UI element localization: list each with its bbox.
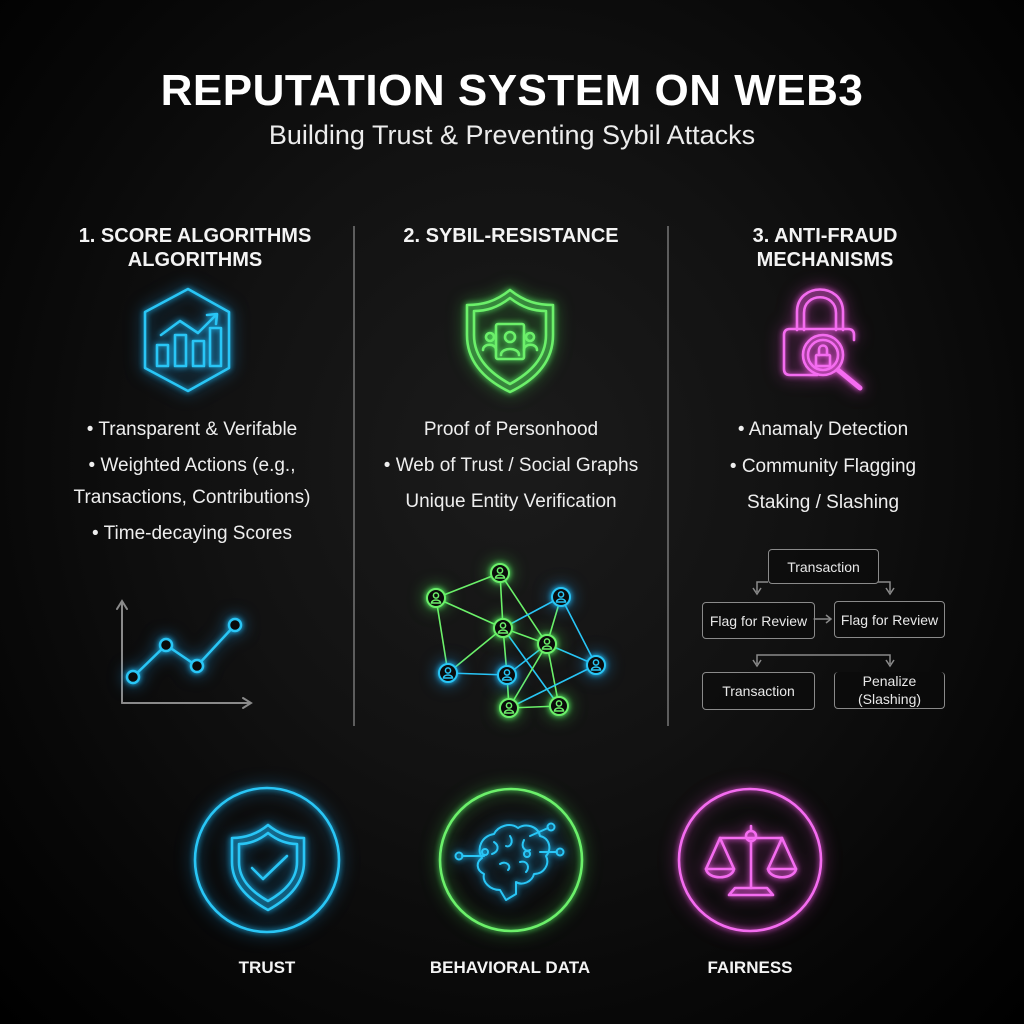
column-divider (353, 226, 355, 726)
pillar-label-behavioral-data: BEHAVIORAL DATA (429, 958, 591, 977)
fairness-ring (677, 787, 823, 933)
graph-edge (508, 705, 560, 709)
graph-edge (506, 643, 548, 676)
graph-edge (508, 643, 548, 709)
bullet-item: • Weighted Actions (e.g., (88, 455, 296, 476)
pillar-label-trust: TRUST (238, 958, 296, 977)
shield-check-icon (230, 823, 306, 912)
column-2-title-line: 2. SYBIL-RESISTANCE (403, 225, 619, 247)
graph-node-person-icon (493, 618, 513, 638)
behavioral-data-ring (438, 787, 584, 933)
bullet-item: • Time-decaying Scores (92, 523, 292, 544)
graph-edge (435, 597, 449, 674)
flow-node-flag-for-review: Flag for Review (702, 602, 815, 639)
graph-edge (502, 627, 548, 645)
graph-edge (499, 572, 504, 629)
column-3-bullets: • Anamaly Detection • Community Flagging… (668, 419, 978, 528)
graph-node-person-icon (499, 698, 519, 718)
graph-edge (508, 664, 597, 709)
pillar-label-fairness: FAIRNESS (707, 958, 793, 977)
column-divider (667, 226, 669, 726)
graph-edge (560, 596, 597, 666)
column-3-title-line: 3. ANTI-FRAUD (752, 225, 898, 247)
graph-edge (502, 627, 508, 676)
chart-y-arrow (116, 599, 128, 610)
graph-edge (447, 627, 504, 674)
column-2-title: 2. SYBIL-RESISTANCE (356, 224, 666, 248)
flow-node-penalize-line: Penalize (862, 673, 917, 689)
column-3-title: 3. ANTI-FRAUD MECHANISMS (670, 224, 980, 272)
graph-node-person-icon (438, 663, 458, 683)
graph-node-person-icon (497, 665, 517, 685)
graph-edge (546, 596, 562, 645)
graph-node-person-icon (426, 588, 446, 608)
flow-node-transaction: Transaction (702, 672, 815, 710)
graph-edge (435, 597, 504, 629)
bullet-item: • Anamaly Detection (737, 419, 909, 440)
bullet-item: Staking / Slashing (746, 492, 900, 513)
graph-edge (435, 572, 501, 599)
chart-line (132, 624, 236, 678)
bullet-item: • Web of Trust / Social Graphs (383, 455, 639, 476)
flow-node-penalize: Penalize (Slashing) (834, 672, 945, 709)
graph-node-person-icon (549, 696, 569, 716)
column-2-bullets: Proof of Personhood • Web of Trust / Soc… (356, 419, 666, 527)
graph-edge (447, 672, 508, 676)
page-title: REPUTATION SYSTEM ON WEB3 (160, 66, 864, 115)
graph-edge (506, 674, 510, 709)
graph-edge (499, 572, 548, 645)
column-1-title: 1. SCORE ALGORITHMS ALGORITHMS (30, 224, 360, 272)
flow-node-penalize-line: (Slashing) (857, 691, 922, 707)
chart-x-arrow (242, 697, 253, 709)
chart-point (227, 617, 243, 633)
graph-edge (502, 627, 560, 707)
page-subtitle: Building Trust & Preventing Sybil Attack… (268, 120, 756, 150)
chart-point (189, 658, 205, 674)
graph-edge (546, 643, 597, 666)
graph-edge (546, 643, 560, 707)
column-3-title-line: MECHANISMS (756, 249, 894, 271)
graph-node-person-icon (551, 587, 571, 607)
bullet-item: Transactions, Contributions) (73, 487, 311, 508)
graph-edge (502, 596, 562, 629)
column-1-title-line: ALGORITHMS (127, 249, 263, 271)
chart-point (125, 669, 141, 685)
graph-node-person-icon (537, 634, 557, 654)
bullet-item: • Transparent & Verifable (86, 419, 298, 440)
bullet-item: Proof of Personhood (423, 419, 599, 440)
graph-node-person-icon (490, 563, 510, 583)
balance-scale-icon (704, 824, 798, 897)
column-1-bullets: • Transparent & Verifable • Weighted Act… (22, 419, 362, 555)
flow-node-flag-for-review: Flag for Review (834, 601, 945, 638)
column-1-title-line: 1. SCORE ALGORITHMS (78, 225, 312, 247)
flow-node-transaction: Transaction (768, 549, 879, 584)
bullet-item: • Community Flagging (729, 456, 917, 477)
graph-node-person-icon (586, 655, 606, 675)
bullet-item: Unique Entity Verification (405, 491, 617, 512)
trust-ring (193, 786, 341, 934)
brain-circuit-icon (454, 822, 565, 901)
chart-point (158, 637, 174, 653)
